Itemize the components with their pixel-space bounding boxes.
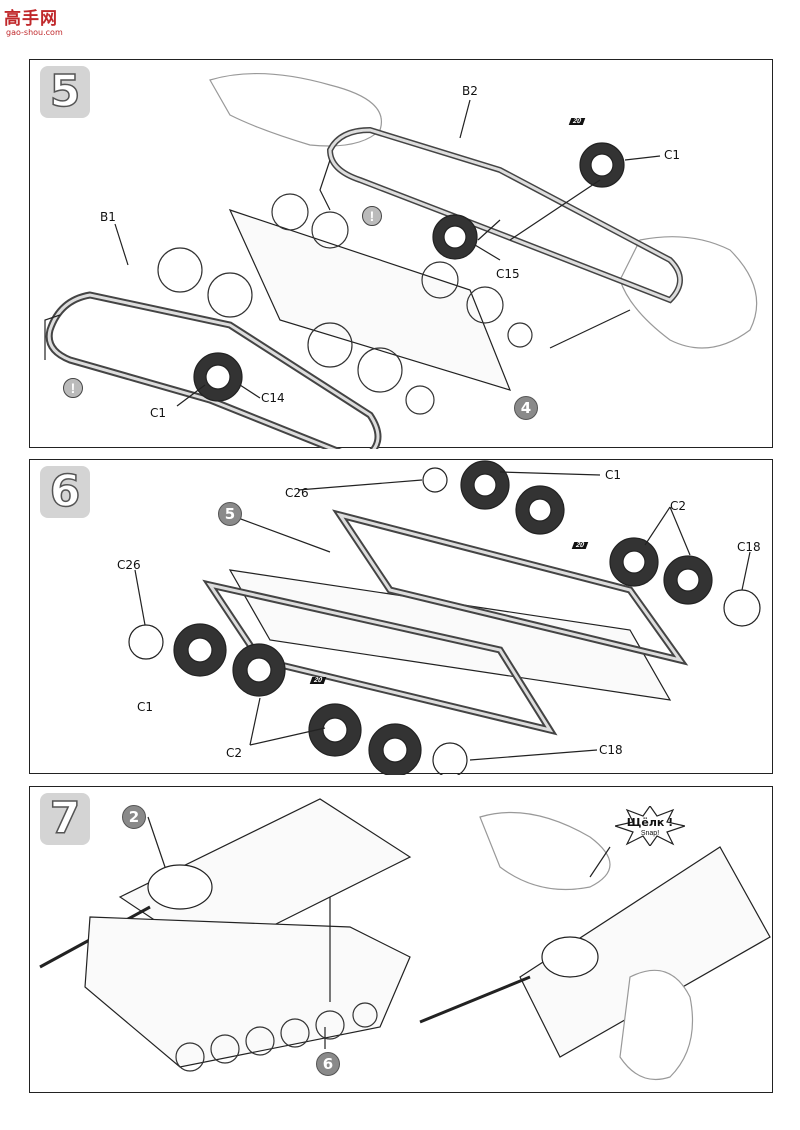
callout-subassembly-4: 4 xyxy=(514,396,538,420)
label-c1-left: C1 xyxy=(137,700,154,714)
callout-subassembly-2: 2 xyxy=(122,805,146,829)
step-6-illustration xyxy=(128,460,761,775)
label-c1-bottom: C1 xyxy=(150,406,167,420)
label-c2-right: C2 xyxy=(670,499,687,513)
warning-icon: ! xyxy=(63,378,83,398)
step-number: 5 xyxy=(40,65,90,118)
step-7-illustration xyxy=(39,798,771,1081)
label-b1: B1 xyxy=(100,210,116,224)
callout-subassembly-5: 5 xyxy=(218,502,242,526)
badge-20: 20 xyxy=(571,542,589,549)
callout-subassembly-6: 6 xyxy=(316,1052,340,1076)
step-6-panel: 6 xyxy=(29,459,773,775)
label-c15: C15 xyxy=(496,267,520,281)
label-c1-top: C1 xyxy=(664,148,681,162)
warning-icon: ! xyxy=(362,206,382,226)
label-c1-top: C1 xyxy=(605,468,622,482)
label-c18-right: C18 xyxy=(737,540,761,554)
label-c26-left: C26 xyxy=(117,558,141,572)
snap-sub-text: Snap! xyxy=(640,830,660,837)
logo-sub-text: gao-shou.com xyxy=(6,28,63,37)
badge-20: 20 xyxy=(309,677,327,684)
step-5-illustration xyxy=(44,72,758,449)
step-number: 6 xyxy=(40,465,90,518)
label-c18-bottom: C18 xyxy=(599,743,623,757)
step-number: 7 xyxy=(40,792,90,845)
snap-text: Щёлк ! xyxy=(626,816,674,829)
label-c26-top: C26 xyxy=(285,486,309,500)
badge-20: 20 xyxy=(568,118,586,125)
label-c2-bottom: C2 xyxy=(226,746,243,760)
step-5-panel: 5 xyxy=(29,59,773,449)
site-logo: 高手网 gao-shou.com xyxy=(4,4,74,38)
label-b2: B2 xyxy=(462,84,478,98)
burst-icon xyxy=(615,806,685,846)
snap-burst: Щёлк ! Snap! xyxy=(615,806,685,846)
label-c14: C14 xyxy=(261,391,285,405)
logo-main-text: 高手网 xyxy=(4,9,58,29)
